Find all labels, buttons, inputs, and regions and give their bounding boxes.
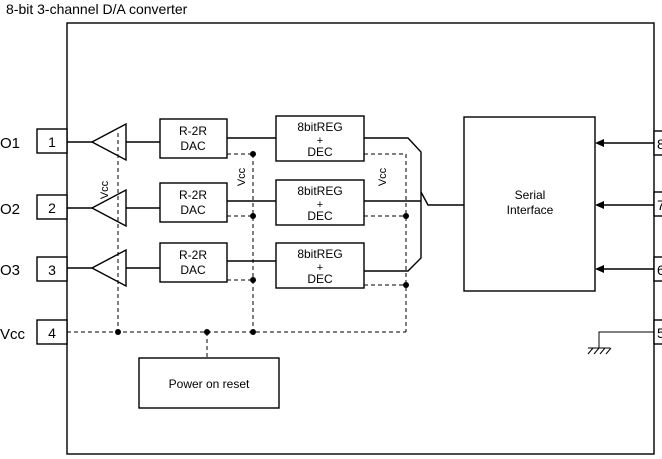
arrow-pin7 (595, 201, 604, 209)
reg-3-label-plus: + (317, 262, 323, 274)
output-buffer-3 (90, 248, 127, 288)
pin-number-1: 1 (48, 134, 56, 150)
vcc-label-regs: Vcc (377, 167, 389, 186)
pin-name-o3: O3 (0, 262, 20, 279)
junction-dot (250, 213, 256, 219)
junction-dot (115, 329, 121, 335)
pin-number-3: 3 (48, 262, 56, 278)
arrow-pin6 (595, 265, 604, 273)
pin-number-2: 2 (48, 200, 56, 216)
pin-3: O3 3 (0, 256, 68, 282)
pin-box-4 (36, 319, 68, 345)
pin-box-2 (36, 194, 68, 220)
ground-symbol (587, 331, 654, 355)
reg-2-label-top: 8bitREG (297, 184, 342, 198)
serial-interface-block: Serial Interface (463, 116, 596, 292)
diagram-title: 8-bit 3-channel D/A converter (6, 1, 188, 17)
pin-6: 6 (653, 256, 662, 282)
pin-number-4: 4 (48, 325, 56, 341)
pin-5: 5 (653, 319, 662, 345)
dac-block-3: R-2R DAC (159, 242, 228, 283)
chip-outline (66, 22, 655, 455)
pin-number-7: 7 (657, 197, 662, 213)
pin-1: O1 1 (0, 128, 68, 154)
pin-number-5: 5 (657, 325, 662, 341)
pin-7: 7 (653, 191, 662, 217)
vcc-label-buffers: Vcc (99, 180, 111, 199)
register-block-3: 8bitREG + DEC (275, 242, 365, 289)
dac-3-label-top: R-2R (179, 248, 207, 262)
dac-2-label-bottom: DAC (180, 203, 206, 217)
pin-name-o1: O1 (0, 135, 20, 152)
vcc-label-dacs: Vcc (236, 167, 248, 186)
reg-1-label-plus: + (317, 135, 323, 147)
power-on-reset-block: Power on reset (138, 357, 280, 409)
pin-name-vcc: Vcc (0, 326, 26, 343)
dac-block-1: R-2R DAC (159, 118, 228, 159)
junction-dot (250, 277, 256, 283)
junction-dot (250, 329, 256, 335)
pin-box-1 (36, 128, 68, 154)
data-bus (364, 137, 422, 272)
dac-block-2: R-2R DAC (159, 182, 228, 223)
dac-2-label-top: R-2R (179, 188, 207, 202)
junction-dot (403, 213, 409, 219)
pin-box-7 (653, 191, 662, 217)
dac-3-label-bottom: DAC (180, 263, 206, 277)
pin-2: O2 2 (0, 194, 68, 220)
junction-dot (403, 282, 409, 288)
dac-1-label-bottom: DAC (180, 139, 206, 153)
pin-name-o2: O2 (0, 201, 20, 218)
register-block-2: 8bitREG + DEC (275, 179, 365, 226)
reg-1-label-bottom: DEC (307, 145, 333, 159)
arrow-pin8 (595, 139, 604, 147)
serial-label-top: Serial (515, 188, 546, 202)
reg-2-label-plus: + (317, 199, 323, 211)
reg-3-label-bottom: DEC (307, 272, 333, 286)
pin-number-6: 6 (657, 262, 662, 278)
junction-dot (204, 329, 210, 335)
serial-label-bottom: Interface (507, 203, 554, 217)
pin-8: 8 (653, 130, 662, 156)
pin-number-8: 8 (657, 136, 662, 152)
register-block-1: 8bitREG + DEC (275, 115, 365, 162)
pin-4: Vcc 4 (0, 319, 68, 345)
dac-1-label-top: R-2R (179, 124, 207, 138)
wire-bus-serial (420, 191, 464, 206)
power-on-reset-label: Power on reset (169, 377, 250, 391)
reg-3-label-top: 8bitREG (297, 247, 342, 261)
reg-2-label-bottom: DEC (307, 209, 333, 223)
output-buffer-1 (90, 122, 127, 162)
pin-box-3 (36, 256, 68, 282)
junction-dot (250, 151, 256, 157)
reg-1-label-top: 8bitREG (297, 120, 342, 134)
